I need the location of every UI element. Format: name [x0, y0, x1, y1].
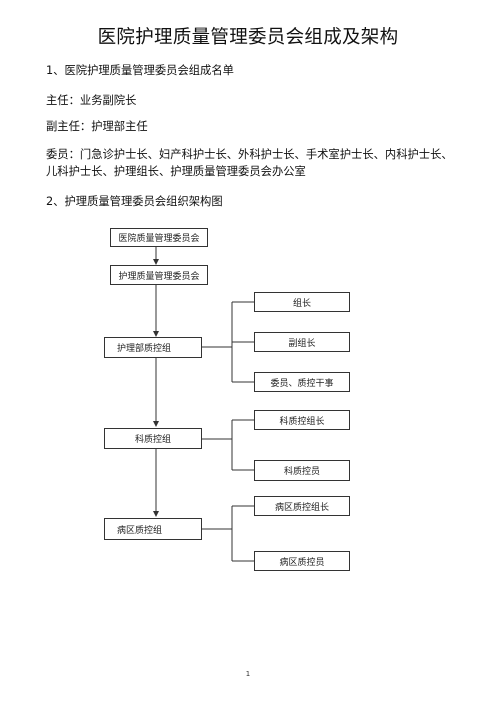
page-number: 1	[245, 670, 251, 678]
document-title: 医院护理质量管理委员会组成及架构	[97, 27, 399, 48]
role-dept-qc-leader: 科质控组长	[254, 410, 350, 430]
members-line: 委员：门急诊护士长、妇产科护士长、外科护士长、手术室护士长、内科护士长、儿科护士…	[46, 148, 453, 178]
role-ward-qc-officer: 病区质控员	[254, 551, 350, 571]
section-heading-composition: 1、医院护理质量管理委员会组成名单	[46, 64, 234, 77]
node-nursing-quality-committee: 护理质量管理委员会	[110, 265, 208, 285]
node-ward-qc-group: 病区质控组	[104, 518, 202, 540]
node-nursing-dept-qc-group: 护理部质控组	[104, 337, 202, 358]
section-heading-structure: 2、护理质量管理委员会组织架构图	[46, 195, 223, 208]
role-ward-qc-leader: 病区质控组长	[254, 496, 350, 516]
role-group-leader: 组长	[254, 292, 350, 312]
role-dept-qc-officer: 科质控员	[254, 460, 350, 481]
role-member-qc-officer: 委员、质控干事	[254, 372, 350, 392]
role-deputy-group-leader: 副组长	[254, 332, 350, 352]
node-hospital-quality-committee: 医院质量管理委员会	[110, 228, 208, 247]
node-dept-qc-group: 科质控组	[104, 428, 202, 449]
chair-line: 主任：业务副院长	[46, 94, 137, 107]
vice-chair-line: 副主任：护理部主任	[46, 120, 148, 133]
